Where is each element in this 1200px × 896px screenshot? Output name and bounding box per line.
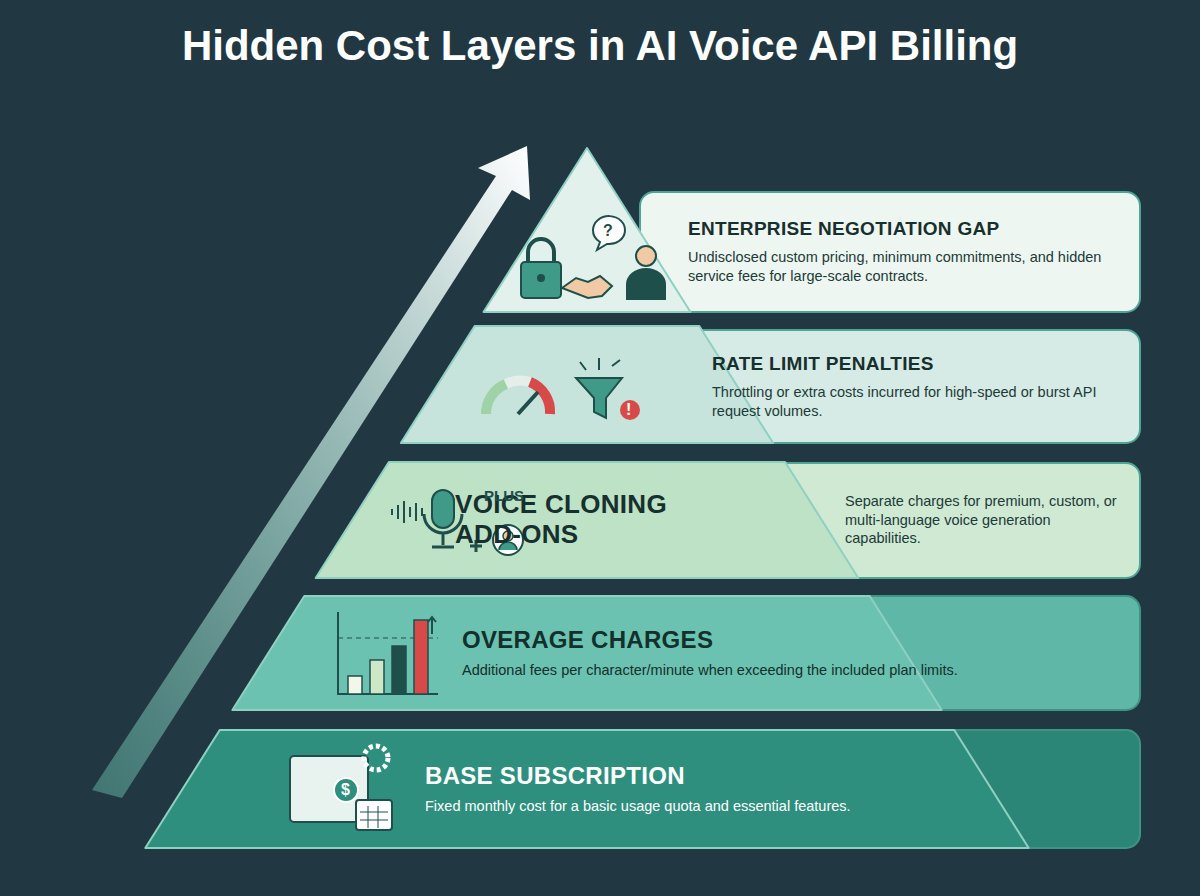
speech-bubble xyxy=(593,216,625,250)
alert-dot xyxy=(620,400,640,420)
icon-glyph: $ xyxy=(341,782,350,798)
funnel xyxy=(576,378,622,418)
layer-heading: OVERAGE CHARGES xyxy=(462,626,713,654)
diagram-title: Hidden Cost Layers in AI Voice API Billi… xyxy=(0,22,1200,70)
layer-heading: ENTERPRISE NEGOTIATION GAP xyxy=(688,218,999,240)
lock-body xyxy=(521,262,561,298)
pyramid-layer xyxy=(316,462,859,578)
pyramid-band: BASE SUBSCRIPTION Fixed monthly cost for … xyxy=(425,734,1125,844)
pyramid-band: RATE LIMIT PENALTIES Throttling or extra … xyxy=(712,334,1127,440)
pyramid-layer xyxy=(484,148,691,312)
pyramid-layer xyxy=(145,730,1028,848)
handshake xyxy=(562,276,612,298)
layer-heading: BASE SUBSCRIPTION xyxy=(425,762,685,790)
mic-head xyxy=(432,490,454,528)
layer-heading: RATE LIMIT PENALTIES xyxy=(712,353,934,375)
calendar-grid xyxy=(360,806,388,828)
gauge-arc-mid xyxy=(506,381,530,384)
person-body xyxy=(626,268,666,300)
layer-description: Undisclosed custom pricing, minimum comm… xyxy=(688,248,1128,286)
lock-shackle xyxy=(528,239,554,262)
layer-description: Additional fees per character/minute whe… xyxy=(462,661,958,680)
calendar xyxy=(356,800,392,830)
layer-description: Fixed monthly cost for a basic usage quo… xyxy=(425,797,851,816)
funnel-arrows xyxy=(580,358,620,370)
layer-description: Throttling or extra costs incurred for h… xyxy=(712,383,1127,421)
person-head xyxy=(636,246,656,266)
lock-hole xyxy=(537,274,545,282)
chart-bar xyxy=(414,620,428,694)
pyramid-band: OVERAGE CHARGES Additional fees per chara… xyxy=(462,600,1122,706)
chart-arrow xyxy=(428,617,436,634)
gear xyxy=(364,746,388,770)
chart-bar xyxy=(348,676,362,694)
chart-bar xyxy=(392,646,406,694)
layer-description: Separate charges for premium, custom, or… xyxy=(845,492,1130,549)
pyramid-band: ENTERPRISE NEGOTIATION GAP Undisclosed cu… xyxy=(688,196,1128,308)
chart-axes xyxy=(338,612,438,694)
sound-waves xyxy=(392,501,422,523)
chart-bar xyxy=(370,660,384,694)
pyramid-layer xyxy=(232,596,941,710)
gauge-arc-green xyxy=(486,384,506,414)
coin xyxy=(334,778,358,802)
layer-panel xyxy=(640,192,1140,312)
icon-glyph: ! xyxy=(626,402,631,418)
icon-glyph: PLUS xyxy=(484,488,524,503)
gauge-needle xyxy=(518,392,538,414)
icon-glyph: ? xyxy=(603,223,613,239)
pyramid-band: VOICE CLONING ADD-ONSSeparate charges fo… xyxy=(455,466,1130,574)
